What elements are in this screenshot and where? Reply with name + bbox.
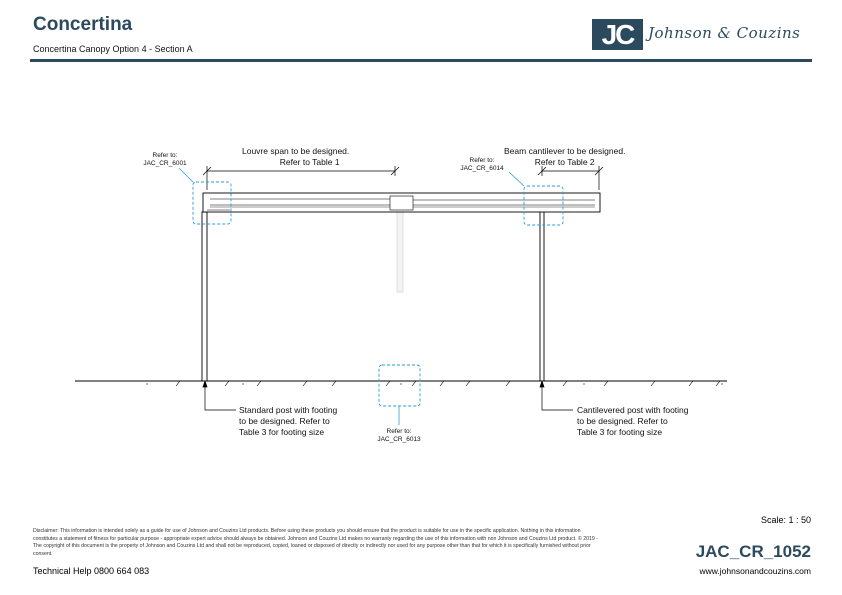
standard-post — [201, 211, 208, 382]
note-line: Refer to Table 2 — [534, 157, 595, 167]
note-line: Beam cantilever to be designed. — [504, 146, 626, 156]
callout-box-6014 — [523, 185, 564, 226]
ref-line: Refer to: — [469, 157, 495, 164]
drawing-scale: Scale: 1 : 50 — [760, 515, 811, 525]
callout-leaders — [178, 167, 525, 425]
louvre-span-dimension — [202, 166, 400, 190]
note-beam-cantilever: Beam cantilever to be designed. Refer to… — [504, 146, 625, 168]
note-cantilevered-post: Cantilevered post with footing to be des… — [577, 405, 689, 438]
ref-jac-cr-6013[interactable]: Refer to: JAC_CR_6013 — [370, 428, 428, 444]
company-logo-text: Johnson & Couzins — [648, 24, 801, 42]
louvre-blade-hanging — [396, 211, 404, 293]
ref-jac-cr-6001[interactable]: Refer to: JAC_CR_6001 — [137, 152, 193, 168]
ref-line: JAC_CR_6013 — [377, 436, 421, 443]
callout-box-6001 — [192, 181, 232, 225]
ref-jac-cr-6014[interactable]: Refer to: JAC_CR_6014 — [454, 157, 510, 173]
beam-cantilever-dimension — [537, 166, 604, 190]
note-line: Cantilevered post with footing — [577, 405, 689, 415]
ref-line: Refer to: — [386, 428, 412, 435]
note-line: to be designed. Refer to — [577, 416, 668, 426]
note-standard-post: Standard post with footing to be designe… — [239, 405, 337, 438]
ref-line: JAC_CR_6014 — [460, 165, 504, 172]
cantilevered-post — [539, 209, 545, 382]
roof-beam — [202, 192, 601, 213]
page-title: Concertina — [33, 14, 133, 35]
note-line: Standard post with footing — [239, 405, 338, 415]
callout-box-6013 — [378, 364, 421, 407]
drawing-code: JAC_CR_1052 — [695, 542, 811, 561]
disclaimer-text: Disclaimer: This information is intended… — [33, 528, 598, 557]
note-line: to be designed. Refer to — [239, 416, 330, 426]
ground-dots — [146, 383, 723, 385]
ground-hatching — [175, 380, 721, 387]
technical-help-phone: Technical Help 0800 664 083 — [33, 566, 150, 576]
note-leaders — [202, 379, 573, 411]
note-line: Refer to Table 1 — [279, 157, 340, 167]
ref-line: Refer to: — [152, 152, 178, 159]
website-link[interactable]: www.johnsonandcouzins.com — [699, 566, 811, 576]
company-logo-mark: JC — [592, 19, 643, 50]
note-line: Table 3 for footing size — [577, 427, 663, 437]
callout-boxes — [192, 181, 564, 407]
header-divider — [30, 59, 812, 62]
note-line: Table 3 for footing size — [239, 427, 325, 437]
note-louvre-span: Louvre span to be designed. Refer to Tab… — [242, 146, 349, 168]
ref-line: JAC_CR_6001 — [143, 160, 187, 167]
page-subtitle: Concertina Canopy Option 4 - Section A — [33, 44, 193, 54]
note-line: Louvre span to be designed. — [242, 146, 350, 156]
